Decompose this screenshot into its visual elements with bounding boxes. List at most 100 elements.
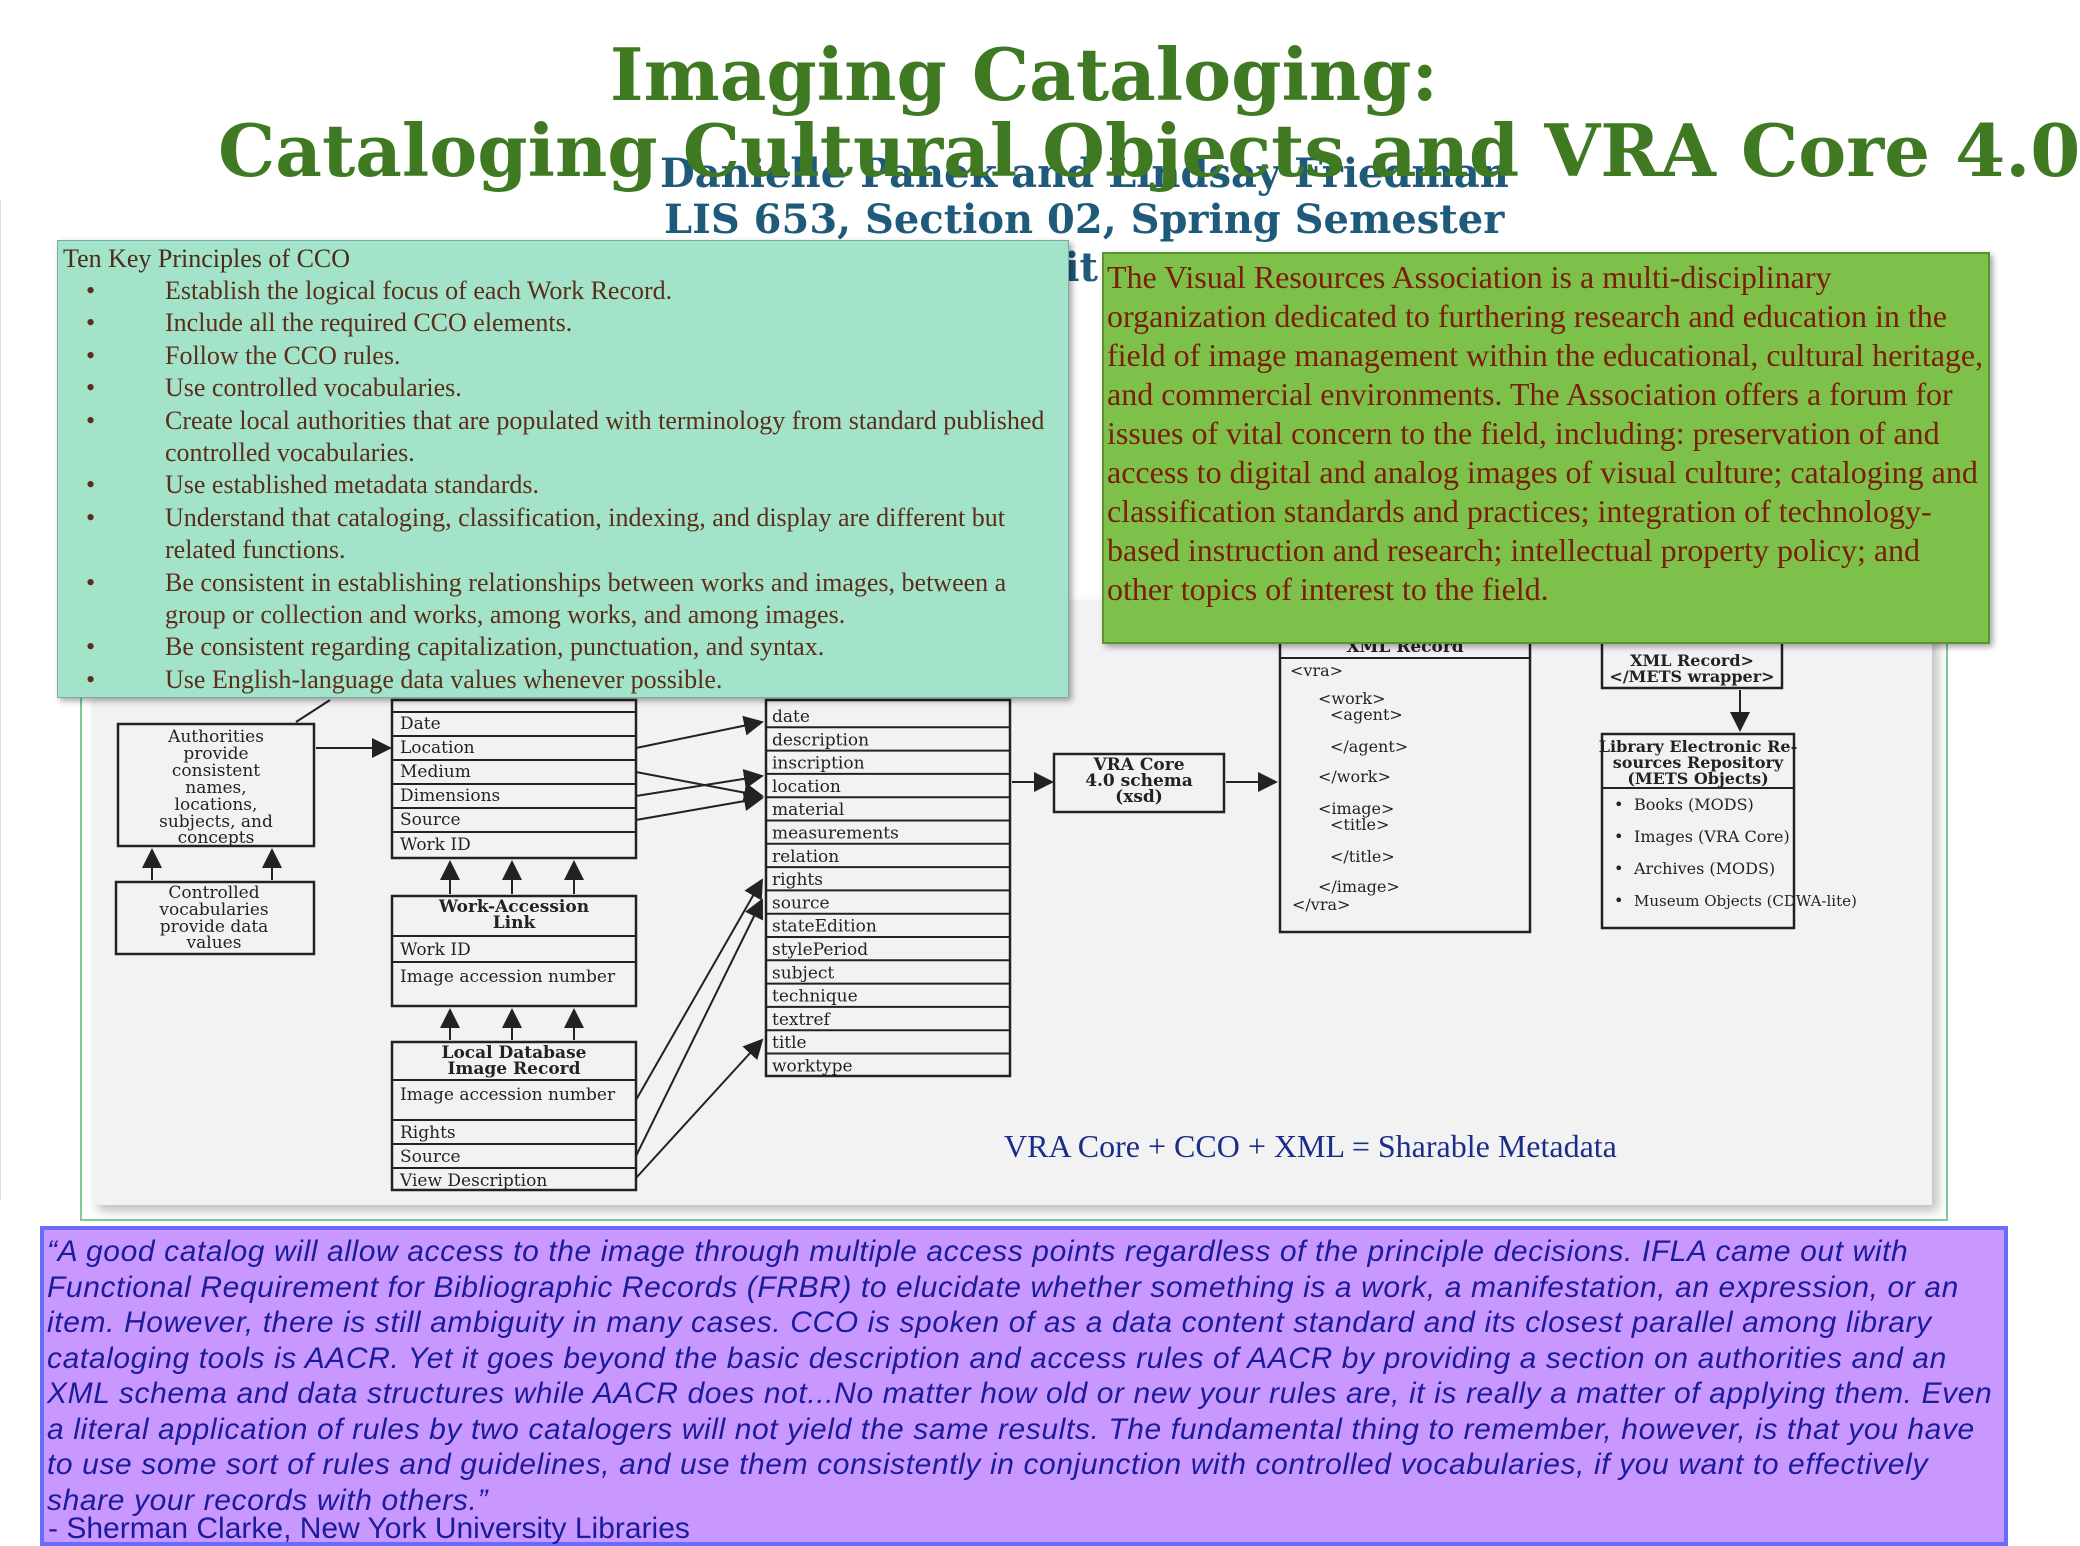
authorities-line: locations,	[175, 795, 258, 815]
xml-line: </vra>	[1292, 895, 1350, 914]
local-field: View Description	[399, 1171, 547, 1191]
xml-line: <vra>	[1290, 661, 1343, 680]
bullet-icon: •	[86, 632, 96, 662]
controlled-line: provide data	[160, 917, 269, 937]
cco-principle-item: • Use established metadata standards.	[58, 469, 1045, 501]
cco-principle-item: •Use English-language data values whenev…	[58, 664, 1045, 696]
authorities-line: provide	[183, 744, 248, 764]
cco-principle-item: • Include all the required CCO elements.	[58, 307, 1045, 339]
poster-title: Imaging Cataloging:	[609, 32, 1439, 117]
link-field: Work ID	[400, 940, 471, 960]
xml-line: <image>	[1318, 799, 1394, 818]
bullet-icon: •	[86, 470, 96, 500]
authorities-box: Authorities provide consistent names, lo…	[116, 722, 316, 848]
vra-element: location	[772, 777, 841, 797]
controlled-line: Controlled	[168, 883, 259, 903]
vra-element: stateEdition	[772, 917, 877, 937]
schema-line: 4.0 schema	[1085, 771, 1193, 791]
repo-title: Library Electronic Re-	[1599, 737, 1797, 756]
mets-line: </METS wrapper>	[1609, 667, 1774, 686]
local-field: Rights	[400, 1123, 456, 1143]
repo-title: (METS Objects)	[1627, 769, 1768, 788]
quote-attribution: - Sherman Clarke, New York University Li…	[48, 1512, 690, 1545]
bullet-icon: •	[86, 276, 96, 305]
xml-record-box: XML Record <vra> <work> <agent> </agent>…	[1278, 637, 1532, 934]
cco-principle-item: • Be consistent regarding capitalization,…	[58, 631, 1045, 663]
work-field: Dimensions	[400, 786, 500, 806]
local-field: Source	[400, 1147, 461, 1167]
authorities-line: subjects, and	[159, 812, 273, 832]
vra-element: stylePeriod	[772, 940, 868, 960]
authorities-line: Authorities	[167, 727, 264, 747]
bullet-icon: •	[86, 567, 96, 597]
vra-element: technique	[772, 987, 858, 1007]
work-record-box: Date Location Medium Dimensions Source W…	[390, 698, 638, 860]
cco-principle-text: Include all the required CCO elements.	[165, 308, 573, 338]
svg-text:•: •	[1614, 795, 1623, 814]
cco-principle-text: Use established metadata standards.	[165, 470, 539, 500]
vra-element: inscription	[772, 754, 865, 774]
vra-element: source	[772, 893, 830, 913]
cco-principle-item: • Understand that cataloging, classificat…	[58, 502, 1045, 567]
cco-principle-text: Create local authorities that are popula…	[165, 405, 1045, 468]
authors: Danielle Panek and Lindsay Friedman	[660, 150, 1509, 197]
work-field: Date	[400, 714, 441, 734]
vra-element: title	[772, 1033, 807, 1053]
vra-description: The Visual Resources Association is a mu…	[1107, 259, 1984, 607]
equation-caption: VRA Core + CCO + XML = Sharable Metadata	[1004, 1128, 1617, 1164]
course-info: LIS 653, Section 02, Spring Semester	[664, 196, 1505, 243]
vra-element: textref	[772, 1010, 831, 1030]
local-title: Local Database	[442, 1043, 587, 1063]
cco-principles-list: •Establish the logical focus of each Wor…	[58, 275, 1045, 696]
work-field: Work ID	[400, 835, 471, 855]
repo-title: sources Repository	[1613, 753, 1784, 772]
xml-line: <agent>	[1330, 705, 1403, 724]
work-field: Source	[400, 810, 461, 830]
repo-item: Images (VRA Core)	[1634, 827, 1790, 846]
svg-text:•: •	[1614, 859, 1623, 878]
vra-element: subject	[772, 963, 834, 983]
cco-heading: Ten Key Principles of CCO	[63, 244, 351, 273]
cco-principle-item: •Use controlled vocabularies.	[58, 372, 1045, 404]
mets-line: XML Record>	[1630, 651, 1754, 670]
cco-principle-text: Be consistent in establishing relationsh…	[165, 567, 1007, 630]
local-title: Image Record	[447, 1059, 580, 1079]
vra-element: measurements	[772, 824, 899, 844]
authorities-line: names,	[185, 778, 246, 798]
vra-element: relation	[772, 847, 839, 867]
vra-element: material	[772, 800, 844, 820]
vra-schema-box: VRA Core 4.0 schema (xsd)	[1052, 752, 1226, 814]
cco-principles-box: Ten Key Principles of CCO •Establish the…	[57, 240, 1069, 698]
repo-item: Museum Objects (CDWA-lite)	[1634, 892, 1857, 910]
bullet-icon: •	[86, 373, 96, 403]
cco-principle-item: •Follow the CCO rules.	[58, 340, 1045, 372]
quote-box: “A good catalog will allow access to the…	[40, 1226, 2008, 1546]
repository-box: Library Electronic Re- sources Repositor…	[1599, 732, 1857, 930]
svg-text:•: •	[1614, 827, 1623, 846]
link-title: Work-Accession	[438, 897, 589, 917]
work-field: Location	[400, 738, 475, 758]
bullet-icon: •	[86, 405, 96, 435]
cco-principle-text: Understand that cataloging, classificati…	[165, 502, 1005, 565]
repo-item: Archives (MODS)	[1633, 859, 1775, 878]
quote-text: “A good catalog will allow access to the…	[47, 1235, 1993, 1517]
vra-element: description	[772, 730, 869, 750]
cco-principle-text: Be consistent regarding capitalization, …	[165, 632, 825, 662]
controlled-vocab-box: Controlled vocabularies provide data val…	[114, 880, 316, 956]
bullet-icon: •	[86, 308, 96, 338]
work-accession-box: Work-Accession Link Work ID Image access…	[390, 894, 638, 1008]
bullet-icon: •	[86, 664, 96, 694]
left-edge-line	[0, 200, 1, 1200]
bullet-icon: •	[86, 502, 96, 532]
bullet-icon: •	[86, 340, 96, 370]
xml-line: </title>	[1330, 847, 1395, 866]
authorities-line: concepts	[178, 828, 255, 848]
vra-element: date	[772, 707, 810, 727]
schema-line: VRA Core	[1092, 755, 1184, 775]
poster-subtitle: Cataloging Cultural Objects and VRA Core…	[218, 108, 2080, 193]
local-field: Image accession number	[400, 1085, 616, 1105]
vra-description-box: The Visual Resources Association is a mu…	[1102, 252, 1990, 644]
cco-principle-item: •Establish the logical focus of each Wor…	[58, 275, 1045, 307]
svg-text:•: •	[1614, 891, 1623, 910]
authorities-line: consistent	[172, 761, 260, 781]
